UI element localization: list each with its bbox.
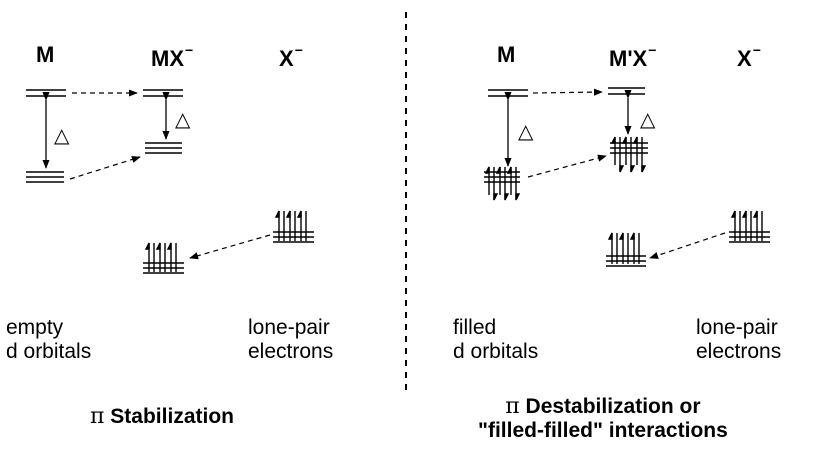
header-ligand-left: X− <box>279 42 303 71</box>
complex-ligand-levels-left <box>143 242 184 274</box>
donation-arrow-right <box>649 232 726 259</box>
complex-upper-levels-right <box>608 87 645 95</box>
header-complex-right: M'X− <box>609 42 657 71</box>
header-complex-left: MX− <box>151 42 194 71</box>
title-pi-destabilization: π Destabilization or "filled-filled" int… <box>478 394 728 443</box>
metal-upper-levels-left <box>26 89 66 97</box>
delta-label-metal-left: △ <box>54 125 70 147</box>
metal-lower-levels-left <box>26 171 64 183</box>
title-pi-stabilization: π Stabilization <box>90 404 234 429</box>
complex-upper-levels-left <box>143 89 183 97</box>
complex-lower-levels-right <box>610 136 648 173</box>
ligand-levels-left <box>273 210 314 243</box>
ligand-electron-label-right: lone-pair electrons <box>696 316 782 363</box>
ligand-levels-right <box>729 210 770 243</box>
complex-lower-levels-left <box>145 142 182 154</box>
correlation-arrow-upper-right <box>532 88 603 96</box>
ligand-electron-label-left: lone-pair electrons <box>248 316 334 363</box>
correlation-arrow-lower-right <box>527 154 607 178</box>
complex-ligand-levels-right <box>606 232 646 267</box>
header-metal-left: M <box>36 42 55 67</box>
metal-orbital-label-left: empty d orbitals <box>6 316 92 363</box>
metal-lower-levels-right <box>484 166 521 201</box>
delta-label-complex-left: △ <box>175 109 191 131</box>
header-metal-right: M <box>497 42 516 67</box>
metal-orbital-label-right: filled d orbitals <box>453 316 539 363</box>
correlation-arrow-lower-left <box>69 155 141 180</box>
delta-label-complex-right: △ <box>640 109 656 131</box>
delta-label-metal-right: △ <box>518 121 534 143</box>
metal-upper-levels-right <box>488 89 528 97</box>
header-ligand-right: X− <box>737 42 761 71</box>
donation-arrow-left <box>189 234 271 260</box>
